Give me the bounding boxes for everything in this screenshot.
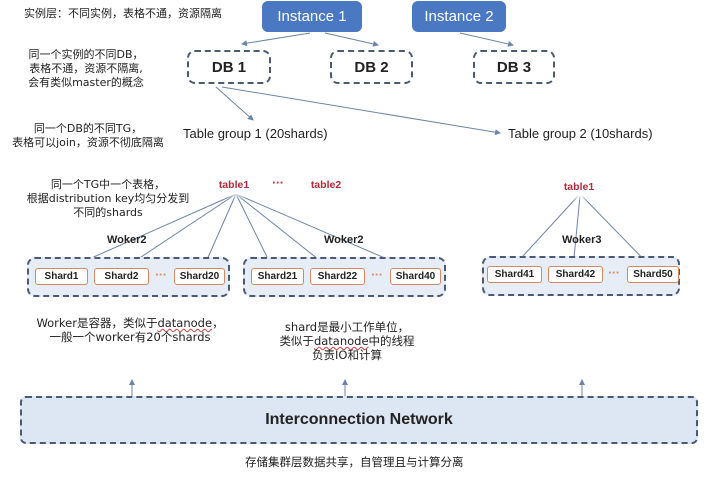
- tg1-table2[interactable]: table2: [296, 176, 356, 194]
- db-layer-note: 同一个实例的不同DB， 表格不通，资源不隔离, 会有类似master的概念: [22, 48, 150, 90]
- shard-ellipsis: ···: [608, 268, 620, 279]
- shard-node[interactable]: Shard42: [548, 266, 603, 283]
- table-note-line: 根据distribution key均匀分发到: [26, 192, 190, 205]
- arrow-instance1-db1: [241, 32, 311, 47]
- table-group-1-title: Table group 1 (20shards): [183, 126, 328, 141]
- tg-layer-note: 同一个DB的不同TG， 表格可以join，资源不彻底隔离: [8, 122, 168, 150]
- db-layer-note-line: 表格不通，资源不隔离,: [29, 62, 143, 75]
- db-2-node[interactable]: DB 2: [330, 50, 413, 84]
- worker-note-text: Worker是容器，类似于: [36, 316, 158, 330]
- shard-node[interactable]: Shard20: [174, 268, 225, 285]
- shard-node[interactable]: Shard50: [627, 266, 679, 283]
- tg1-worker-2: Shard21 Shard22 ··· Shard40: [243, 257, 446, 297]
- shard-node[interactable]: Shard41: [487, 266, 542, 283]
- table-note-line: 不同的shards: [73, 206, 143, 219]
- shard-ellipsis: ···: [155, 270, 167, 281]
- shard-node[interactable]: Shard40: [390, 268, 441, 285]
- table-note-line: 同一个TG中一个表格，: [50, 178, 166, 191]
- worker-note-line: 一般一个worker有20个shards: [49, 330, 211, 344]
- worker-note-highlight: datanode: [157, 316, 213, 330]
- table-group-2-title: Table group 2 (10shards): [508, 126, 653, 141]
- shard-ellipsis: ···: [371, 270, 383, 281]
- worker-label: Woker2: [324, 234, 364, 246]
- shard-note: shard是最小工作单位， 类似于datanode中的线程 负责IO和计算: [272, 320, 422, 362]
- worker-label: Woker2: [107, 234, 147, 246]
- shard-note-line: 负责IO和计算: [312, 348, 382, 362]
- shard-note-line: shard是最小工作单位，: [284, 320, 410, 334]
- tg2-worker-1: Shard41 Shard42 ··· Shard50: [482, 256, 680, 296]
- arrow-db1-tg1: [215, 86, 254, 121]
- instance-2-node[interactable]: Instance 2: [412, 1, 506, 32]
- arrow-instance1-db2: [324, 32, 379, 47]
- interconnection-network[interactable]: Interconnection Network: [20, 396, 698, 444]
- instance-layer-note: 实例层：不同实例，表格不通，资源隔离: [24, 7, 222, 20]
- shard-node[interactable]: Shard22: [310, 268, 365, 285]
- shard-node[interactable]: Shard21: [251, 268, 304, 285]
- tg2-table1[interactable]: table1: [550, 178, 608, 196]
- worker-note-text: ，: [212, 316, 224, 330]
- db-layer-note-line: 会有类似master的概念: [28, 76, 144, 89]
- db-layer-note-line: 同一个实例的不同DB，: [28, 48, 144, 61]
- tg-layer-note-line: 同一个DB的不同TG，: [33, 122, 143, 135]
- shard-note-text: 类似于: [279, 334, 314, 348]
- shard-note-text: 中的线程: [368, 334, 415, 348]
- shard-note-highlight: datanode: [313, 334, 369, 348]
- db-3-node[interactable]: DB 3: [473, 50, 555, 84]
- shard-node[interactable]: Shard1: [35, 268, 88, 285]
- arrow-instance2-db3: [459, 32, 514, 47]
- storage-note: 存储集群层数据共享，自管理且与计算分离: [245, 455, 464, 469]
- shard-node[interactable]: Shard2: [94, 268, 149, 285]
- table-distribution-note: 同一个TG中一个表格， 根据distribution key均匀分发到 不同的s…: [20, 178, 196, 220]
- db-1-node[interactable]: DB 1: [187, 50, 271, 84]
- worker-label: Woker3: [562, 234, 602, 246]
- tg-layer-note-line: 表格可以join，资源不彻底隔离: [12, 136, 164, 149]
- shard-note-line: 类似于datanode中的线程: [272, 334, 422, 348]
- tg1-worker-1: Shard1 Shard2 ··· Shard20: [27, 257, 230, 297]
- worker-note: Worker是容器，类似于datanode， 一般一个worker有20个sha…: [30, 316, 230, 344]
- tg1-table-ellipsis: ···: [272, 178, 284, 189]
- instance-1-node[interactable]: Instance 1: [262, 1, 362, 32]
- worker-note-line: Worker是容器，类似于datanode，: [30, 316, 230, 330]
- tg1-table1[interactable]: table1: [205, 176, 263, 194]
